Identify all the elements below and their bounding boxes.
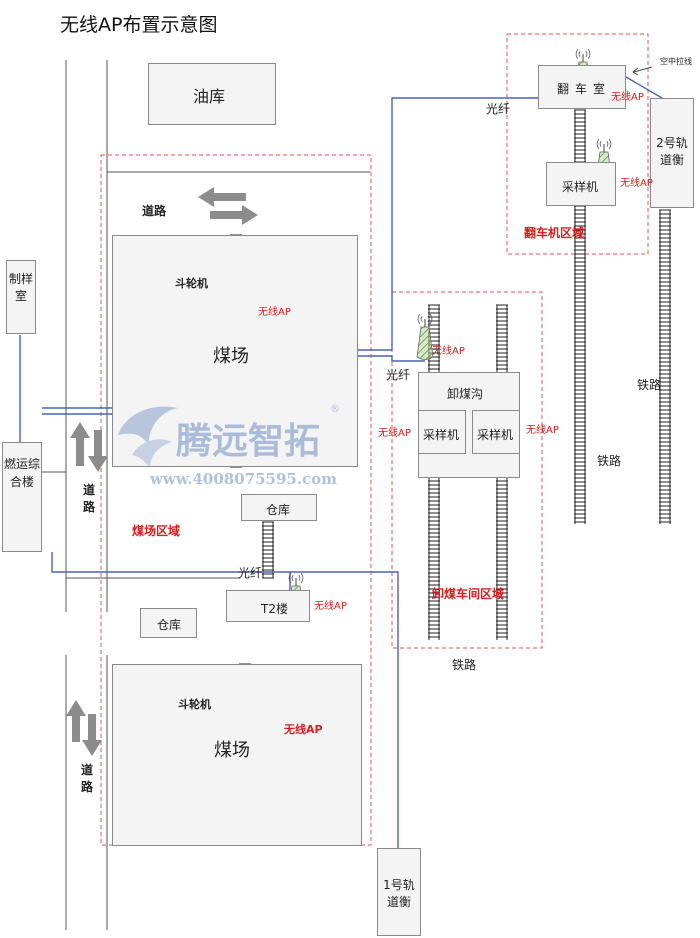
ap-label-bucket-upper: 无线AP	[258, 307, 291, 318]
track-scale-1-label: 1号轨道衡	[383, 878, 415, 909]
road-arrows	[66, 187, 258, 756]
fuel-office-label: 燃运综合楼	[3, 457, 40, 489]
ap-label-unloading: 无线AP	[432, 346, 465, 357]
track-scale-1-box: 1号轨道衡	[377, 848, 421, 936]
coal-yard-lower-label: 煤场	[214, 740, 250, 761]
railway-label-mid: 铁路	[597, 454, 622, 468]
sampler-dumper-label: 采样机	[562, 180, 599, 194]
oil-depot-label: 油库	[193, 87, 226, 106]
warehouse-1-box: 仓库	[241, 494, 317, 521]
coal-yard-lower-box	[112, 664, 362, 846]
road-label-bottom: 道路	[80, 763, 93, 794]
fiber-label-dumper: 光纤	[486, 102, 511, 116]
fuel-office-box: 燃运综合楼	[2, 442, 42, 552]
ap-icon-unloading	[416, 313, 434, 360]
dumper-room-box: 翻车室	[538, 65, 626, 109]
watermark-brand: 腾远智拓	[176, 420, 321, 462]
track-scale-2-box: 2号轨道衡	[650, 98, 694, 208]
t2-building-box: T2楼	[226, 590, 310, 622]
ap-label-sampler-left: 无线AP	[378, 428, 411, 439]
ap-label-bucket-lower: 无线AP	[284, 723, 323, 736]
overhead-line-pointer	[632, 66, 653, 76]
warehouse-2-label: 仓库	[157, 618, 182, 632]
page-title: 无线AP布置示意图	[60, 14, 218, 36]
road-lines	[42, 60, 370, 930]
ap-label-t2: 无线AP	[314, 601, 347, 612]
watermark-url: www.4008075595.com	[150, 470, 338, 488]
coal-yard-region-label: 煤场区域	[132, 524, 181, 538]
track-dumper-right	[659, 209, 671, 524]
dumper-room-label: 翻车室	[557, 82, 612, 96]
warehouse-1-label: 仓库	[266, 503, 291, 517]
railway-label-right: 铁路	[637, 378, 662, 392]
sampler-right-box: 采样机	[472, 410, 520, 454]
unloading-region-label: 卸煤车间区域	[432, 587, 505, 601]
t2-building-label: T2楼	[261, 602, 288, 616]
fiber-lines	[19, 76, 663, 848]
ap-label-sampler-dumper: 无线AP	[620, 178, 653, 189]
road-label-top: 道路	[142, 204, 167, 218]
bucket-wheel-lower-label: 斗轮机	[178, 698, 211, 711]
track-scale-2-label: 2号轨道衡	[656, 136, 688, 167]
oil-depot-box: 油库	[148, 63, 276, 125]
dumper-region-label: 翻车机区域	[524, 226, 585, 240]
sample-room-label: 制样室	[8, 272, 33, 303]
sample-room-box: 制样室	[6, 260, 36, 334]
unloading-region-border	[391, 291, 543, 649]
sampler-left-box: 采样机	[418, 410, 466, 454]
coal-yard-upper-box	[112, 235, 358, 467]
overhead-line-label: 空中拉线	[660, 57, 692, 66]
track-coal-yard-mid	[262, 521, 274, 579]
bucket-wheel-upper-label: 斗轮机	[175, 277, 208, 290]
coal-yard-upper-label: 煤场	[213, 346, 249, 367]
unloading-trench-label: 卸煤沟	[447, 387, 484, 401]
sampler-right-label: 采样机	[477, 428, 514, 442]
road-label-left: 道路	[82, 483, 95, 514]
sampler-left-label: 采样机	[423, 428, 460, 442]
ap-label-sampler-right: 无线AP	[526, 425, 559, 436]
watermark-mark: ®	[330, 404, 340, 415]
railway-label-bottom: 铁路	[452, 658, 477, 672]
warehouse-2-box: 仓库	[140, 608, 197, 638]
sampler-dumper-box: 采样机	[546, 162, 616, 206]
fiber-label-unloading: 光纤	[386, 368, 411, 382]
dumper-region-border	[506, 33, 649, 255]
fiber-label-t2: 光纤	[238, 566, 263, 580]
ap-label-dumper-room: 无线AP	[611, 92, 644, 103]
